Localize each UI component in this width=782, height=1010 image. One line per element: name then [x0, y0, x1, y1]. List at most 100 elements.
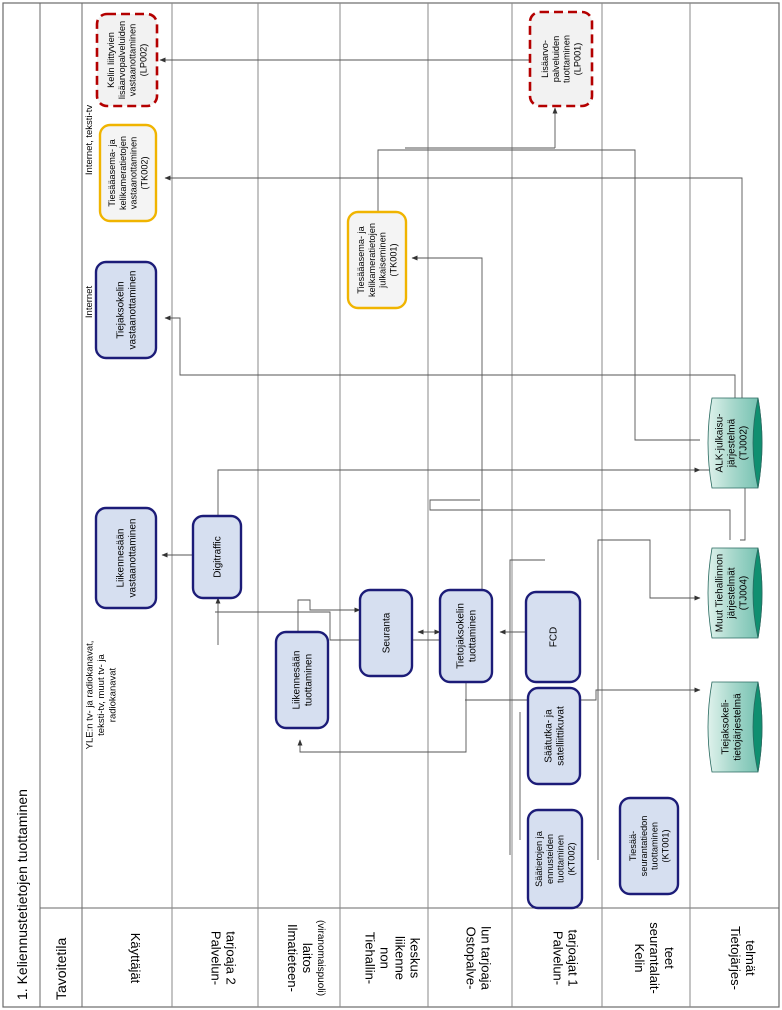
- lane-dividers: [171, 3, 691, 1007]
- node-label-tj004-line: Muut Tiehallinnon: [715, 554, 726, 632]
- node-label-kt002-line: Säätietojen ja: [534, 830, 544, 887]
- connectors: [159, 57, 746, 860]
- node-label-digitraffic-line: Digitraffic: [213, 536, 224, 578]
- node-label-lp002-line: (LP002): [139, 44, 149, 77]
- node-shape: [526, 686, 582, 786]
- node-label-tiejaksokeli-vastaanotto-line: vastaanottaminen: [127, 271, 138, 350]
- annotation-line: radiokanavat: [108, 667, 119, 722]
- node-label-kt001-line: seurantatiedon: [639, 816, 649, 877]
- node-label-tj004-line: (TJ004): [738, 576, 749, 610]
- node-label-tiejaksokelijarjestelma-line: Tiejaksokeli-: [721, 699, 732, 754]
- node-label-tutka-line: Säätutka- ja: [544, 709, 555, 763]
- node-label-tutka-line: satelliittikuvat: [555, 706, 566, 766]
- node-shape: [358, 588, 414, 678]
- node-label-kt001-line: Tiesää-: [628, 831, 638, 861]
- node-label-kt002-line: (KT002): [567, 842, 577, 875]
- node-shape: [274, 630, 330, 730]
- node-label-tk001-line: (TK001): [389, 243, 399, 276]
- conn-digitraffic-tj002: [217, 467, 701, 515]
- node-shape: [526, 808, 584, 910]
- lane-header-kayttajat: Käyttäjät: [128, 933, 143, 984]
- conn-liikennesaa-tietojakso: [297, 680, 467, 753]
- lane-label-ilmatieteenlaitos: laitos: [300, 943, 315, 974]
- node-label-tk002-line: vastaanottaminen: [129, 137, 139, 210]
- node-shape: [98, 123, 158, 223]
- node-label-tj002-line: järjestelmä: [727, 418, 738, 468]
- lane-label-palveluntarjoaja2: tarjoaja 2: [224, 931, 239, 984]
- node-label-lp001-line: (LP001): [573, 43, 583, 76]
- conn-tj002-tiejakso: [164, 315, 736, 398]
- lane-label-kelinseuranta: Kelin: [632, 944, 647, 973]
- lane-label-ostopalvelun: Ostopalve-: [464, 927, 479, 990]
- node-label-lp001-line: tuottaminen: [562, 35, 572, 83]
- conn-kt001-tj004: [597, 539, 701, 860]
- lane-label-tiehallinnon: non: [378, 947, 393, 969]
- conn-tj002-tk002: [164, 175, 743, 398]
- conn-tietojakso-tk001: [411, 255, 483, 592]
- lane-label-tietojarjestelmat: telmät: [743, 940, 758, 976]
- lane-label-ilmatieteenlaitos: Ilmatieteen-: [285, 924, 300, 992]
- node-label-tj002-line: ALK-julkaisu-: [715, 414, 726, 473]
- lane-label-kelinseuranta: teet: [662, 947, 677, 969]
- node-label-lp002-line: Kelin liittyvien: [106, 32, 116, 88]
- node-seuranta[interactable]: Seuranta: [358, 588, 414, 678]
- node-fcd[interactable]: FCD: [524, 590, 582, 684]
- node-shape: [528, 10, 594, 108]
- lane-label-tiehallinnon: Tiehallin-: [363, 932, 378, 984]
- conn-seuranta-loop: [297, 599, 361, 632]
- diagram-subtitle: Tavoitetila: [53, 938, 69, 1000]
- lane-label-tietojarjestelmat: Tietojärjes-: [728, 926, 743, 990]
- db-cap: [752, 681, 763, 773]
- node-label-tj002-line: (TJ002): [738, 426, 749, 460]
- node-digitraffic[interactable]: Digitraffic: [191, 514, 243, 600]
- node-label-lp002-line: lisäarvopalveluiden: [117, 21, 127, 99]
- node-label-kt001-line: tuottaminen: [650, 822, 660, 870]
- node-label-liikennesaa-vastaanotto-line: vastaanottaminen: [127, 519, 138, 598]
- node-label-tk002-line: (TK002): [140, 156, 150, 189]
- db-cap: [752, 397, 763, 489]
- conn-kt002-up: [509, 559, 545, 855]
- node-tiejaksokelijarjestelma[interactable]: Tiejaksokeli-tietojärjestelmä: [707, 681, 763, 773]
- node-label-lp002-line: vastaanottaminen: [128, 24, 138, 97]
- node-shape: [346, 210, 408, 310]
- node-shape: [618, 796, 680, 896]
- lane-label-kayttajat: Käyttäjät: [128, 933, 143, 984]
- annotations: YLE:n tv- ja radiokanavat,teksti-tv, muu…: [84, 105, 119, 750]
- node-label-fcd-line: FCD: [549, 627, 560, 648]
- lane-header-ilmatieteenlaitos: Ilmatieteen-laitos(viranomaispuoli): [285, 920, 326, 996]
- node-label-liikennesaa-tuotto-line: tuottaminen: [303, 654, 314, 706]
- node-label-kt002-line: tuottaminen: [556, 835, 566, 883]
- node-shape: [524, 590, 582, 684]
- node-label-tk002-line: Tiesääasema- ja: [107, 138, 117, 206]
- conn-tk001-links: [377, 149, 700, 441]
- node-label-tietojaksokeli-line: Tietojaksokelin: [456, 603, 467, 669]
- node-label-lp001-line: palveluiden: [551, 36, 561, 83]
- node-shape: [94, 506, 158, 610]
- lane-header-palveluntarjoaja1: Palvelun-tarjoajat 1: [551, 929, 581, 986]
- node-label-kt001-line: (KT001): [661, 829, 671, 862]
- node-label-tj004-line: järjestelmät: [727, 567, 738, 619]
- node-label-tiejaksokeli-vastaanotto-line: Tiejaksokelin: [116, 281, 127, 338]
- node-label-liikennesaa-tuotto-line: Liikennesään: [292, 651, 303, 710]
- node-tj002[interactable]: ALK-julkaisu-järjestelmä(TJ002): [707, 397, 763, 489]
- lane-label-kelinseuranta: seurantalait-: [647, 922, 662, 994]
- node-label-kt002-line: ennusteiden: [545, 834, 555, 884]
- annotation-line: Internet: [84, 286, 95, 319]
- node-shape: [191, 514, 243, 600]
